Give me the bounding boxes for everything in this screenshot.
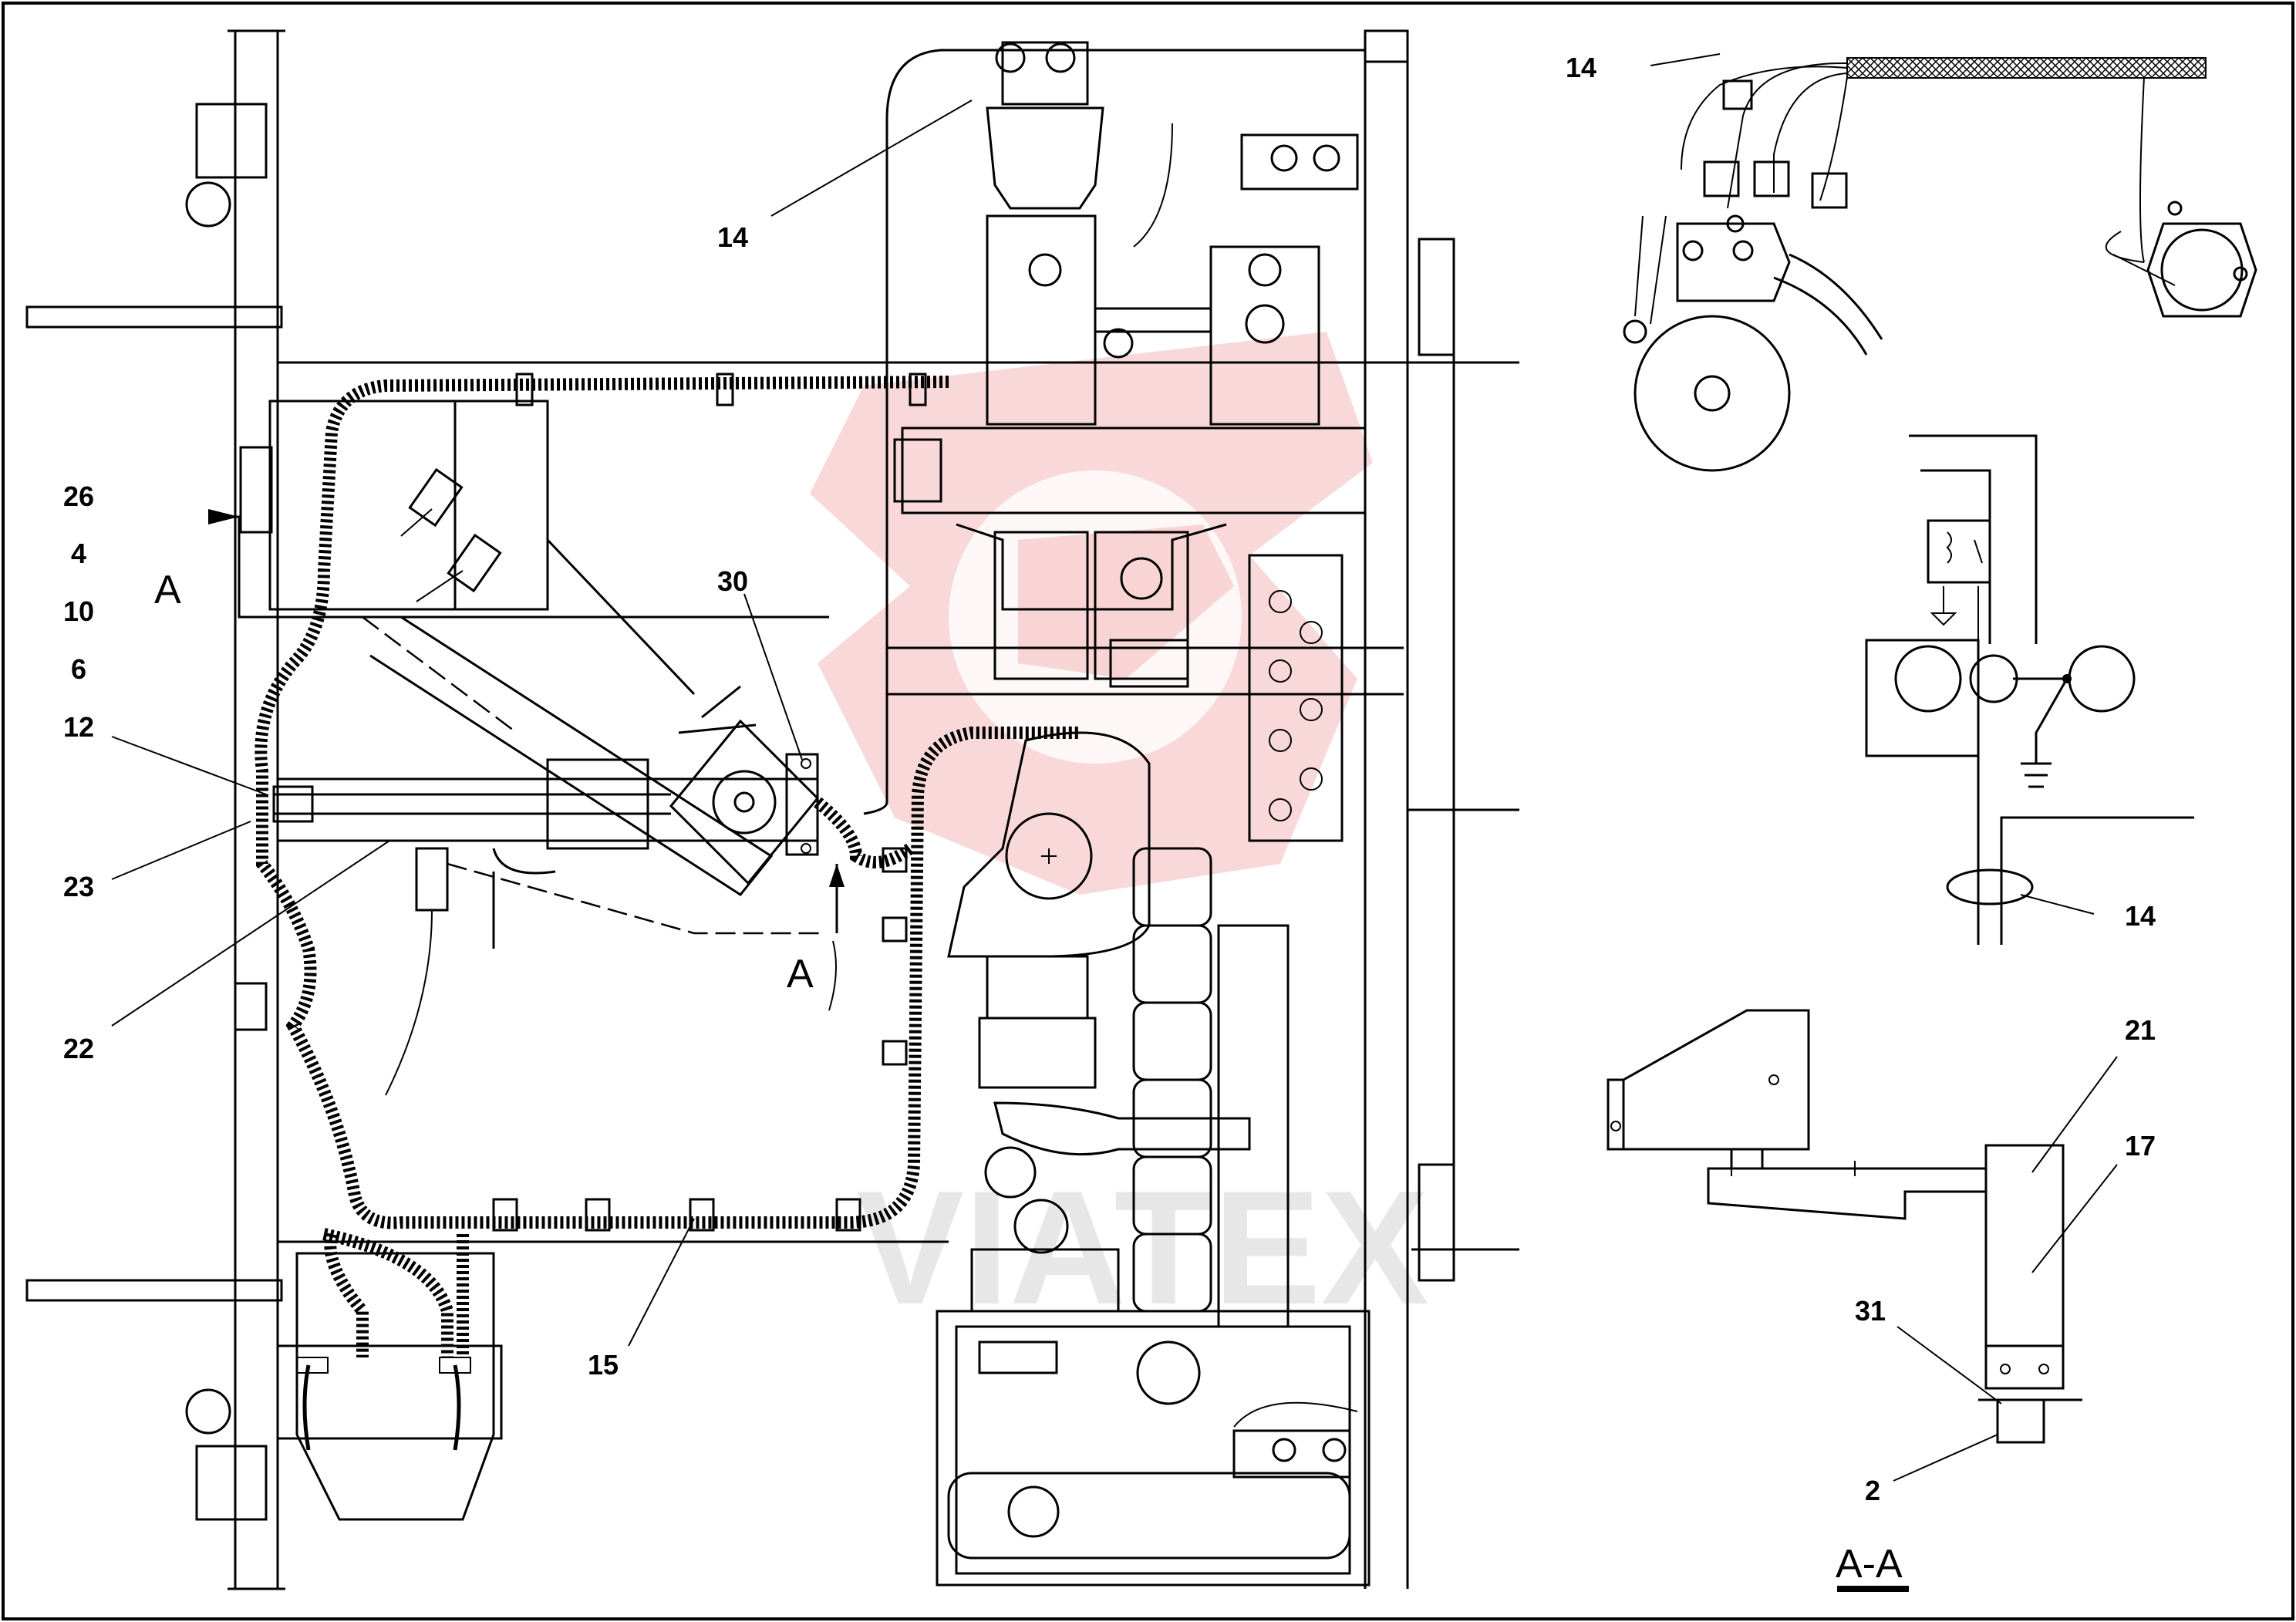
callout-23: 23 [63, 871, 94, 902]
harness-clips [492, 373, 927, 1232]
callout-26: 26 [63, 481, 94, 512]
callout-31: 31 [1855, 1295, 1886, 1327]
electrical-schematic [1865, 434, 2194, 945]
callout-15: 15 [588, 1349, 619, 1381]
callout-4: 4 [71, 538, 86, 569]
right-frame-rail [1364, 29, 1519, 1589]
left-frame-rail [25, 29, 1419, 1590]
bottom-tank [947, 1401, 1358, 1560]
diagonal-junction-box [669, 685, 820, 885]
callout-17: 17 [2125, 1130, 2156, 1162]
lower-battery-tray [276, 1252, 503, 1521]
section-marker-a-bottom: A [787, 952, 814, 996]
main-harness [255, 376, 1080, 1357]
sensor-connectors [234, 467, 502, 1096]
connector-detail [1623, 57, 2257, 472]
section-line [208, 509, 845, 1011]
callout-14-schematic: 14 [2125, 900, 2156, 932]
callout-14-top: 14 [717, 221, 748, 253]
section-aa-detail [1607, 1009, 2082, 1444]
valve-block [887, 427, 1404, 842]
callout-30: 30 [717, 565, 748, 597]
section-view-label: A-A [1836, 1542, 1903, 1587]
callout-12: 12 [63, 711, 94, 743]
watermark-logo [810, 332, 1373, 895]
hydraulic-pump-top [986, 41, 1359, 426]
callout-2: 2 [1865, 1475, 1880, 1506]
callout-22: 22 [63, 1033, 94, 1064]
callout-10: 10 [63, 595, 94, 627]
leader-lines [111, 53, 2118, 1482]
callout-21: 21 [2125, 1014, 2156, 1046]
watermark-text: VIATEX [856, 1157, 1429, 1338]
upper-box [239, 400, 774, 896]
callout-14-detail: 14 [1566, 52, 1596, 83]
callout-6: 6 [71, 653, 86, 685]
section-marker-a-left: A [154, 568, 181, 612]
cross-beam [272, 758, 825, 949]
engine-assembly [947, 731, 1290, 1405]
